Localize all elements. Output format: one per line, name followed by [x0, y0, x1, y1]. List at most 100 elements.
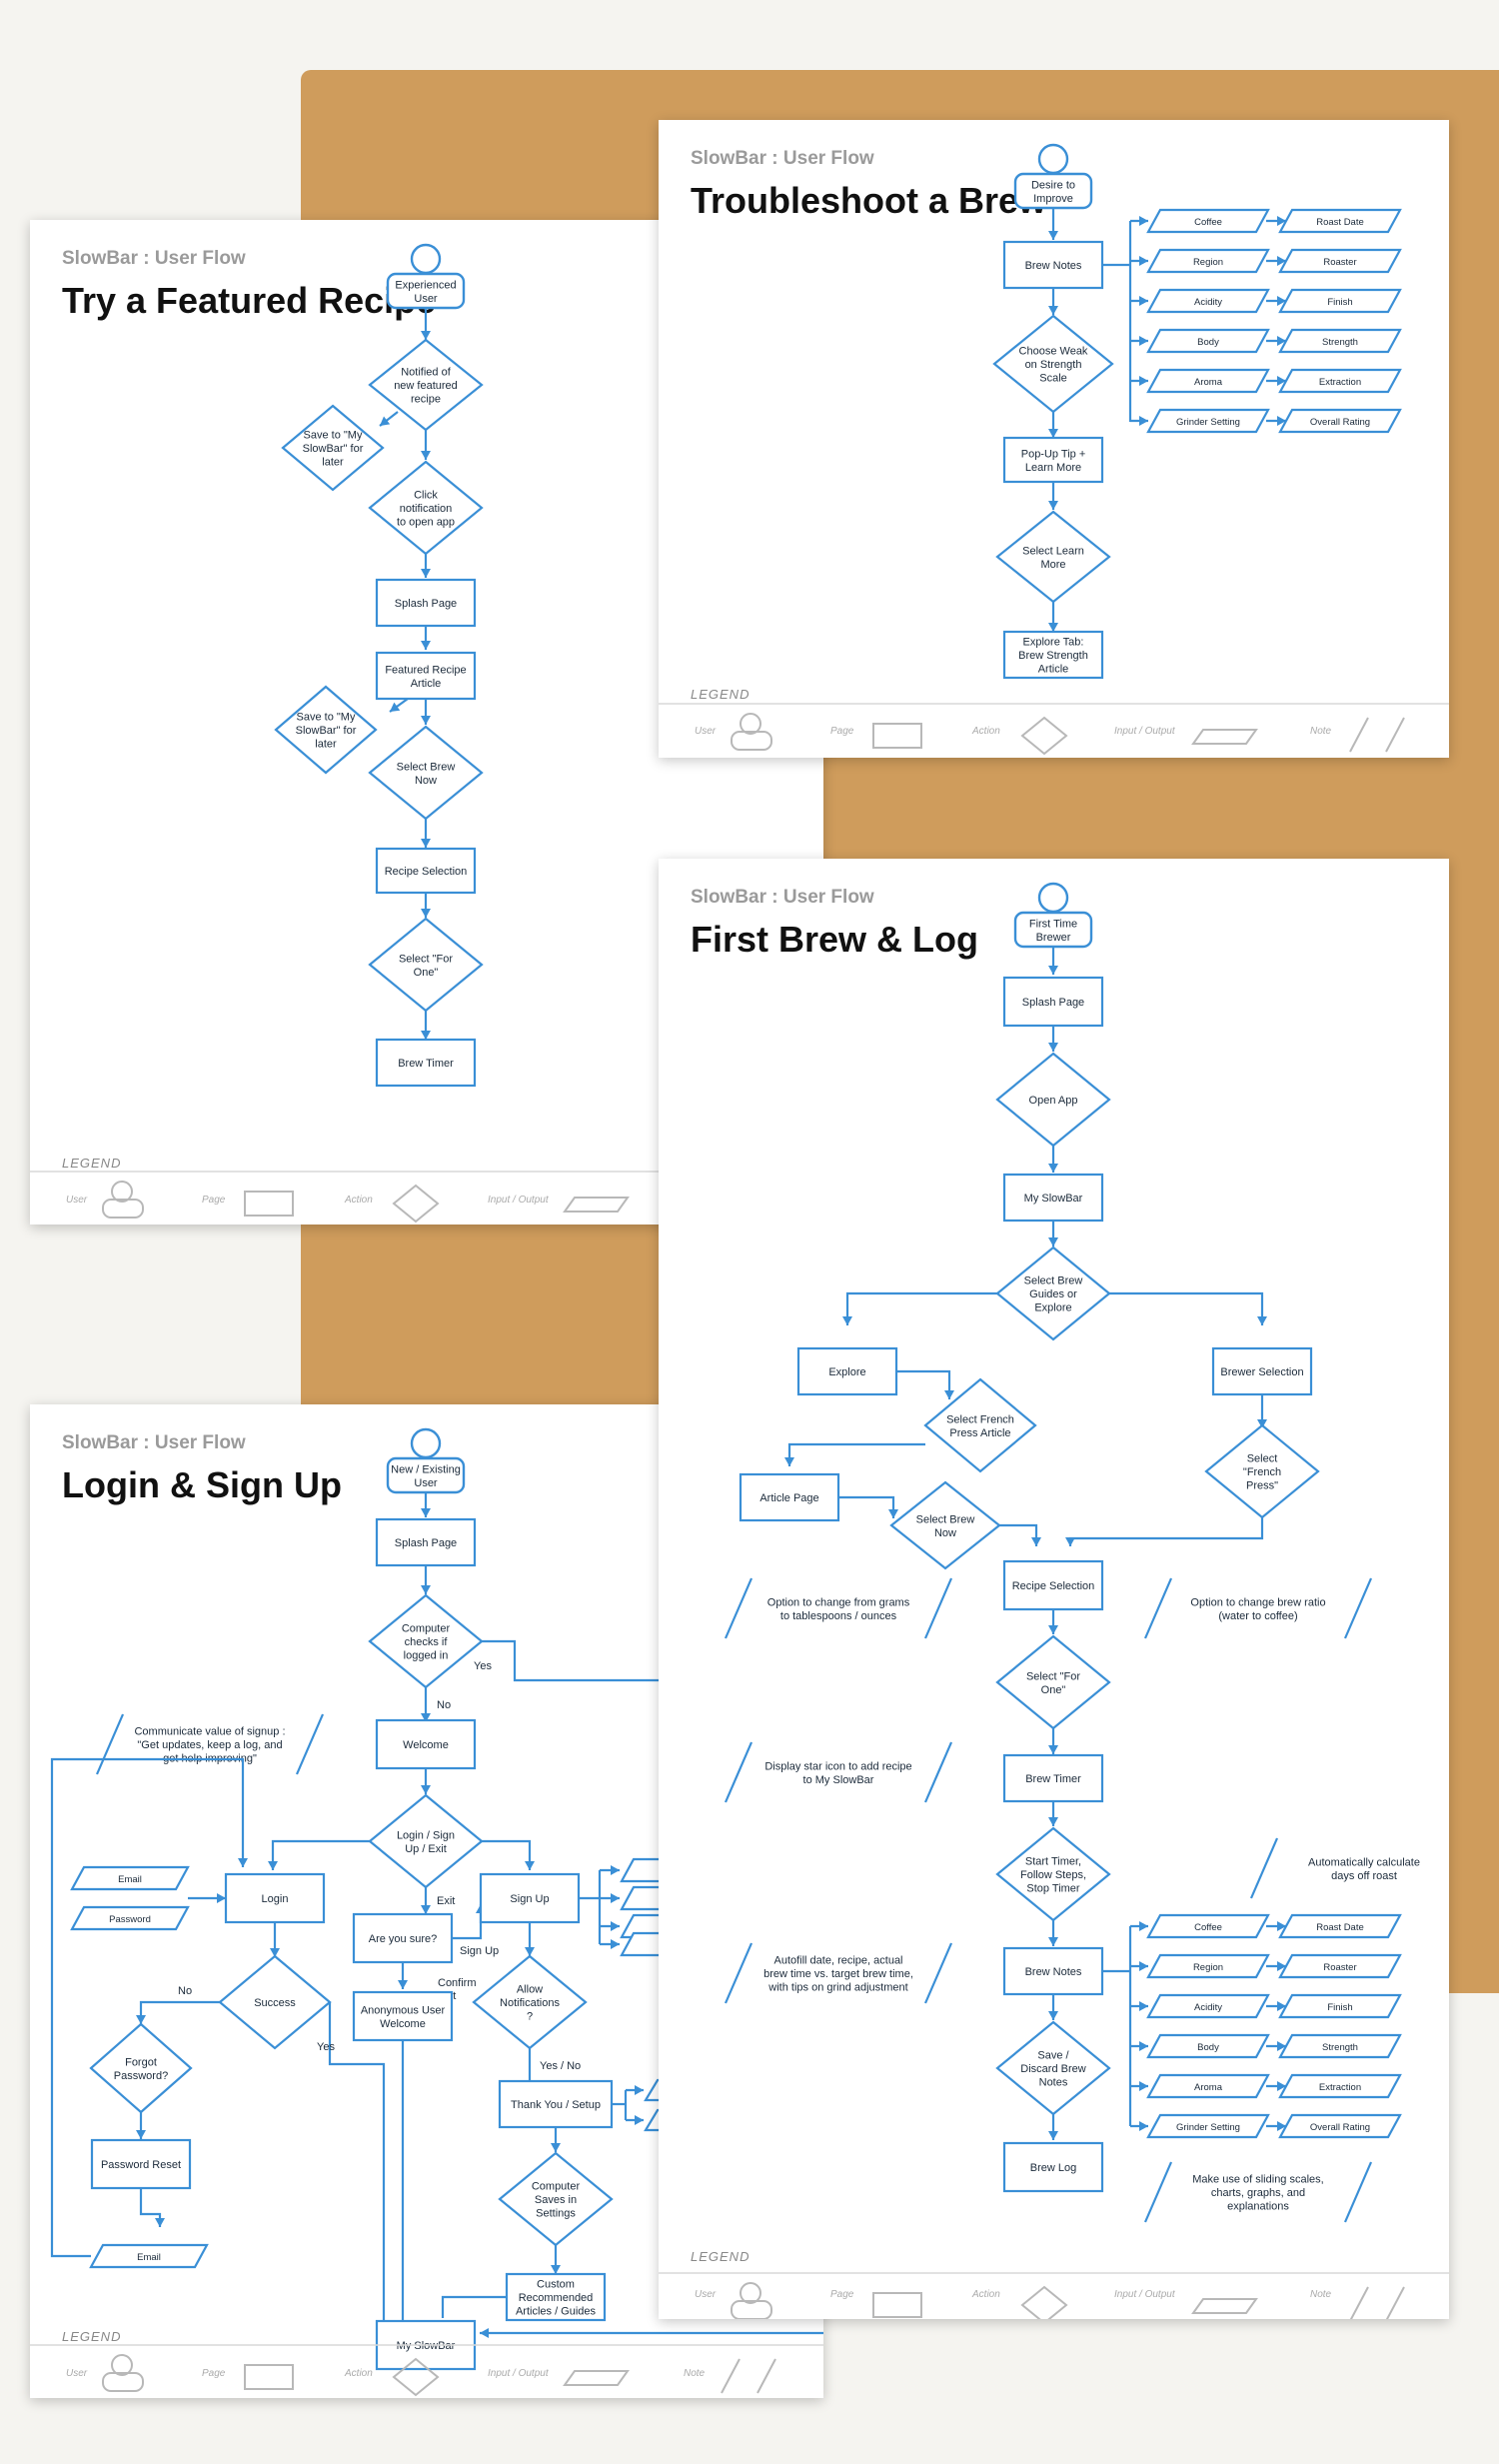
splash-page-text: Splash Page — [395, 598, 457, 610]
note-field-0-text: Coffee — [1194, 217, 1222, 228]
arrowhead — [1048, 1237, 1058, 1246]
legend-title: LEGEND — [691, 687, 750, 702]
start-user-text: First Time — [1029, 918, 1077, 930]
legend-user-icon — [731, 731, 772, 751]
success-yes-label: Yes — [317, 2041, 335, 2053]
note-field-right-4-text: Extraction — [1319, 2082, 1361, 2093]
note-autofill-slash-left — [724, 1942, 753, 2004]
brew-timer-page-text: Brew Timer — [1025, 1773, 1081, 1785]
note-autocalc-text: Automatically calculate — [1308, 1856, 1420, 1868]
save-later-decision — [274, 685, 378, 775]
arrowhead — [421, 569, 431, 578]
arrowhead — [888, 1509, 898, 1518]
brew-notes-page-text: Brew Notes — [1025, 1966, 1082, 1978]
are-you-sure-page-text: Are you sure? — [369, 1933, 437, 1945]
legend-page-icon — [244, 1191, 294, 1217]
legend-action-icon — [392, 2357, 440, 2397]
legend-label-action: Action — [972, 2289, 1000, 2300]
start-user-text: New / Existing — [391, 1463, 461, 1475]
login-signup-exit-decision-text: Login / Sign — [397, 1829, 455, 1841]
anonymous-welcome-page — [352, 1990, 454, 2042]
arrowhead — [635, 2085, 644, 2095]
note-grams-slash-right — [923, 1577, 953, 1639]
note-field-right-1-text: Roaster — [1323, 1962, 1356, 1973]
note-value-slash-right — [295, 1713, 325, 1775]
arrowhead — [1277, 1921, 1286, 1931]
anonymous-welcome-page-text: Welcome — [380, 2018, 426, 2030]
confirm-label: Confirm — [438, 1977, 477, 1989]
success-no-label: No — [178, 1985, 192, 1997]
select-brew-now-decision — [889, 1480, 1001, 1570]
brew-timer-page-text: Brew Timer — [398, 1058, 454, 1070]
popup-tip-page-text: Pop-Up Tip + — [1021, 448, 1086, 460]
password-input — [70, 1905, 190, 1931]
email-output — [89, 2243, 209, 2269]
note-field-right-4-text: Extraction — [1319, 377, 1361, 388]
note-ratio-slash-left — [1143, 1577, 1173, 1639]
start-user-head — [410, 1427, 442, 1459]
connector-line — [271, 1839, 370, 1870]
connector-line — [999, 1523, 1038, 1546]
select-brew-now-decision-text: Now — [415, 775, 437, 787]
arrowhead — [1031, 1537, 1041, 1546]
notified-decision-text: new featured — [394, 380, 458, 392]
notified-decision-text: Notified of — [401, 367, 451, 379]
note-field-2-text: Acidity — [1194, 2002, 1222, 2013]
legend-label-note: Note — [684, 2368, 706, 2379]
legend-io-icon — [1191, 2298, 1258, 2314]
no-label: No — [437, 1699, 451, 1711]
popup-tip-page-text: Learn More — [1025, 462, 1081, 474]
featured-article-page-text: Article — [411, 678, 442, 690]
start-user-text: Experienced — [395, 279, 456, 291]
note-autofill-text: Autofill date, recipe, actual — [773, 1955, 902, 1967]
brew-log-page-text: Brew Log — [1030, 2162, 1076, 2174]
note-autofill-slash-right — [923, 1942, 953, 2004]
arrowhead — [421, 716, 431, 725]
arrowhead — [1257, 1419, 1267, 1428]
arrowhead — [525, 1947, 535, 1956]
select-french-article-decision-text: Press Article — [949, 1427, 1010, 1439]
select-brew-now-decision-text: Select Brew — [916, 1513, 975, 1525]
article-page-text: Article Page — [759, 1492, 818, 1504]
legend-user-icon — [102, 2372, 144, 2392]
select-guides-decision-text: Explore — [1034, 1302, 1071, 1314]
explore-tab-page-text: Article — [1038, 664, 1069, 676]
arrowhead — [1139, 416, 1148, 426]
start-timer-decision-text: Start Timer, — [1025, 1856, 1081, 1868]
note-field-1-text: Region — [1193, 1962, 1223, 1973]
sign-up-page-text: Sign Up — [510, 1893, 549, 1905]
legend-note-icon — [721, 2358, 741, 2394]
success-decision — [218, 1954, 332, 2050]
select-french-article-decision — [923, 1377, 1037, 1473]
start-user-text: User — [414, 1477, 438, 1489]
arrowhead — [611, 1893, 620, 1903]
arrowhead — [1139, 1921, 1148, 1931]
sheet-title: Try a Featured Recipe — [62, 280, 437, 321]
arrowhead — [1048, 1937, 1058, 1946]
note-field-5 — [1146, 408, 1270, 434]
forgot-password-decision-text: Password? — [114, 2070, 168, 2082]
legend-label-page: Page — [202, 1195, 226, 1206]
note-field-right-2 — [1278, 288, 1402, 314]
explore-tab-page-text: Brew Strength — [1018, 650, 1088, 662]
arrowhead — [1139, 2121, 1148, 2131]
computer-checks-decision-text: Computer — [402, 1623, 451, 1635]
note-sliding-text: Make use of sliding scales, — [1192, 2174, 1323, 2186]
arrowhead — [1139, 296, 1148, 306]
connector-line — [441, 2295, 507, 2318]
password-input-text: Password — [109, 1914, 151, 1925]
note-ratio-slash-right — [1343, 1577, 1373, 1639]
arrowhead — [1139, 336, 1148, 346]
save-later-decision-text: later — [315, 739, 337, 751]
note-field-3 — [1146, 328, 1270, 354]
explore-page-text: Explore — [828, 1366, 865, 1378]
arrowhead — [1257, 1316, 1267, 1325]
arrowhead — [1277, 416, 1286, 426]
arrowhead — [635, 2115, 644, 2125]
my-slowbar-page-text: My SlowBar — [397, 2340, 456, 2352]
note-field-right-0 — [1278, 1913, 1402, 1939]
arrowhead — [784, 1457, 794, 1466]
legend-note-icon — [1385, 2286, 1405, 2319]
brewer-selection-page-text: Brewer Selection — [1220, 1366, 1303, 1378]
